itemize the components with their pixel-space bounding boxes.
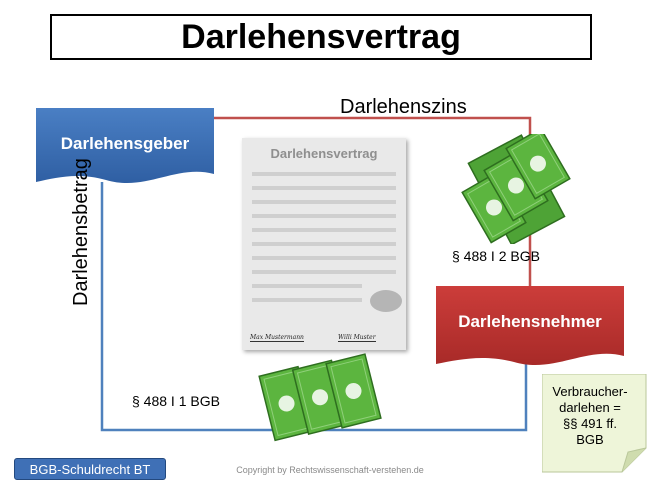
note-text: Verbraucher- darlehen = §§ 491 ff. BGB <box>542 384 638 448</box>
note-line: BGB <box>576 432 604 447</box>
interest-label: Darlehenszins <box>340 96 467 118</box>
course-badge: BGB-Schuldrecht BT <box>14 458 166 480</box>
note-line: §§ 491 ff. <box>563 416 617 431</box>
section-label-bottom: § 488 I 1 BGB <box>132 393 220 409</box>
signature-right: Willi Muster <box>338 334 376 342</box>
lender-box: Darlehensgeber <box>36 108 214 184</box>
signature-left: Max Mustermann <box>250 334 304 342</box>
document-line <box>252 228 396 232</box>
page-title: Darlehensvertrag <box>50 14 592 60</box>
note-line: Verbraucher- <box>552 384 628 399</box>
document-line <box>252 298 362 302</box>
seal-icon <box>370 290 402 312</box>
document-line <box>252 242 396 246</box>
document-line <box>252 172 396 176</box>
borrower-label: Darlehensnehmer <box>458 312 602 331</box>
lender-label: Darlehensgeber <box>60 134 190 153</box>
document-line <box>252 186 396 190</box>
money-bills-icon <box>461 134 571 244</box>
note-line: darlehen = <box>559 400 621 415</box>
section-label-right: § 488 I 2 BGB <box>452 248 540 264</box>
amount-label: Darlehensbetrag <box>70 158 92 306</box>
consumer-loan-note: Verbraucher- darlehen = §§ 491 ff. BGB <box>542 374 648 474</box>
document-line <box>252 256 396 260</box>
contract-document: Darlehensvertrag Max Mustermann Willi Mu… <box>242 138 406 350</box>
document-line <box>252 214 396 218</box>
document-line <box>252 284 362 288</box>
document-title: Darlehensvertrag <box>270 146 378 161</box>
copyright-text: Copyright by Rechtswissenschaft-verstehe… <box>236 465 424 475</box>
document-line <box>252 200 396 204</box>
borrower-box: Darlehensnehmer <box>436 286 624 366</box>
money-bills-icon <box>258 353 382 442</box>
document-line <box>252 270 396 274</box>
